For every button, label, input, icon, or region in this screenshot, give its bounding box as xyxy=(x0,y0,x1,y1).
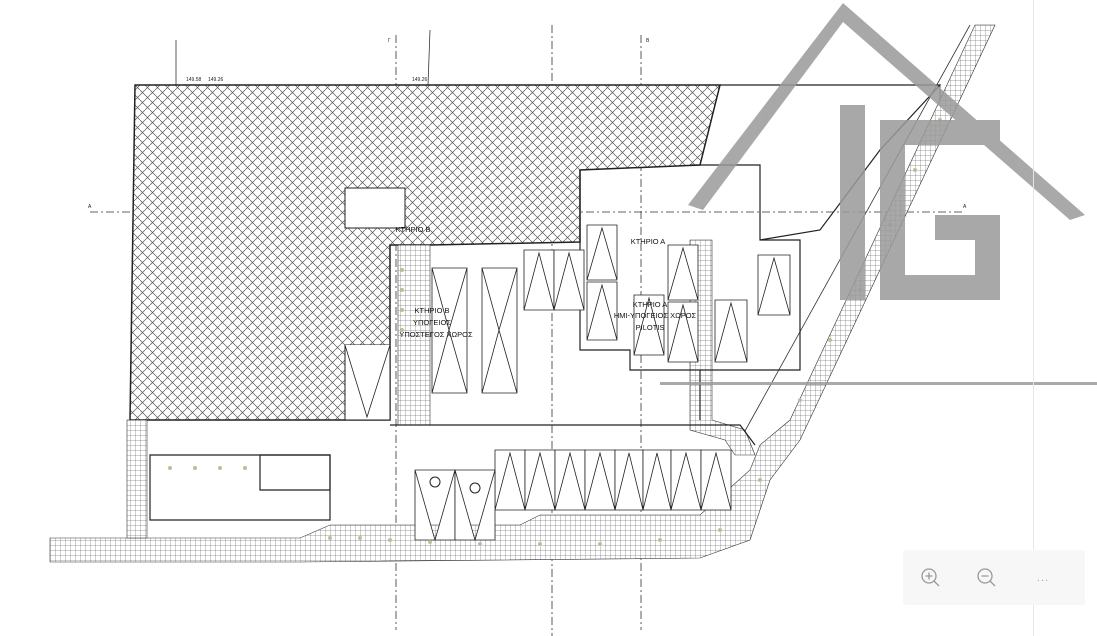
zoom-toolbar: ... xyxy=(903,550,1085,605)
stair-core-b xyxy=(344,187,406,229)
section-marker-alpha-right: Α xyxy=(963,204,967,210)
watermark-logo xyxy=(660,3,1097,385)
basement-hatched-area xyxy=(129,84,721,421)
zoom-in-button[interactable] xyxy=(903,550,959,605)
building-b-area-line1: ΚΤΗΡΙΟ Β xyxy=(414,306,449,315)
building-a-area-line1: ΚΤΗΡΙΟ Α xyxy=(633,300,668,309)
elevation-label: 149.26 xyxy=(412,77,428,83)
building-b-label: ΚΤΗΡΙΟ Β xyxy=(395,225,430,234)
planter-dots xyxy=(168,118,942,546)
elevation-label: 149.26 xyxy=(208,77,224,83)
section-marker-alpha-left: Α xyxy=(88,204,92,210)
building-b-area-line2: ΥΠΟΓΕΙΟΣ xyxy=(413,318,451,327)
more-options-button[interactable]: ... xyxy=(1036,571,1050,584)
paving-left xyxy=(126,419,148,539)
building-b-area-line3: ΥΠΟΣΤΕΓΟΣ ΧΩΡΟΣ xyxy=(399,330,473,339)
elevation-label: 149.58 xyxy=(186,77,202,83)
zoom-in-icon xyxy=(921,567,940,586)
building-a-label: ΚΤΗΡΙΟ Α xyxy=(631,237,666,246)
zoom-out-button[interactable] xyxy=(959,550,1015,605)
section-marker-gamma: Γ xyxy=(388,38,391,44)
panel-divider xyxy=(1033,0,1034,636)
accessible-parking-icon xyxy=(429,476,481,494)
parking-spaces xyxy=(344,224,791,542)
section-marker-beta: Β xyxy=(646,38,650,44)
zoom-out-icon xyxy=(977,567,996,586)
building-a-area-line3: PILOTIS xyxy=(636,323,665,332)
paving-east xyxy=(689,239,756,456)
building-a-area-line2: ΗΜΙ-ΥΠΟΓΕΙΟΣ ΧΩΡΟΣ xyxy=(614,311,697,320)
